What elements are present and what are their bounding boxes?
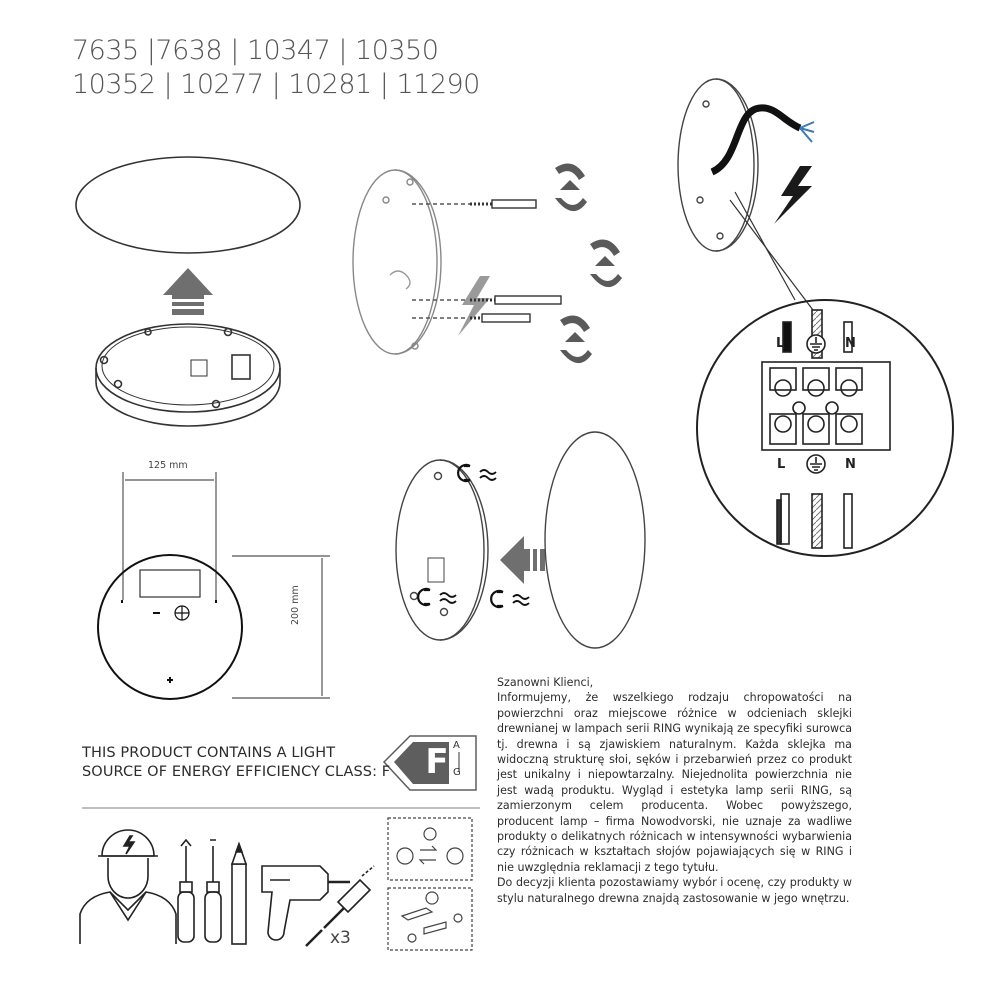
energy-statement: THIS PRODUCT CONTAINS A LIGHT SOURCE OF …: [82, 744, 390, 782]
lamp-cover-side: [544, 431, 646, 649]
width-dimension-label: 125 mm: [148, 460, 188, 471]
notice-paragraph-1: Informujemy, że wszelkiego rodzaju chrop…: [497, 691, 852, 874]
energy-scale-bottom: G: [453, 767, 461, 778]
led-service-info: [387, 817, 473, 951]
notice-greeting: Szanowni Klienci,: [497, 676, 594, 689]
terminal-label-live-bottom: L: [777, 457, 786, 472]
model-line-2: 10352 | 10277 | 10281 | 11290: [72, 69, 480, 100]
ground-symbol-icon: [806, 334, 826, 474]
terminal-label-neutral-top: N: [845, 336, 856, 351]
energy-class-badge: [382, 735, 477, 791]
energy-statement-line-1: THIS PRODUCT CONTAINS A LIGHT: [82, 745, 336, 761]
electrician-icon: [79, 829, 177, 944]
lamp-service-icon: [400, 891, 463, 943]
power-cable: [710, 104, 802, 176]
magnet-icon: [417, 463, 530, 609]
notice-paragraph-2: Do decyzji klienta pozostawiamy wybór i …: [497, 876, 852, 905]
screw-icon: [470, 199, 562, 323]
model-numbers: 7635 |7638 | 10347 | 10350 10352 | 10277…: [72, 34, 480, 102]
terminal-label-neutral-bottom: N: [845, 457, 856, 472]
step-wall-mounting: [352, 163, 622, 364]
lightning-icon: [774, 166, 812, 224]
energy-statement-line-2: SOURCE OF ENERGY EFFICIENCY CLASS: F: [82, 764, 391, 780]
step-magnetic-cover: [395, 431, 646, 649]
terminal-block: [761, 309, 891, 549]
energy-scale-top: A: [453, 740, 460, 751]
dimension-drawing: [97, 472, 330, 700]
led-bulb-icon: [396, 827, 464, 865]
lamp-outline-front: [97, 554, 243, 700]
energy-class-letter: F: [425, 742, 449, 782]
terminal-zoom-circle: [696, 299, 954, 557]
terminal-label-live-top: L: [776, 336, 785, 351]
lamp-base-top: [95, 323, 281, 413]
customer-notice: Szanowni Klienci, Informujemy, że wszelk…: [497, 675, 852, 906]
lamp-cover: [75, 156, 301, 254]
step-cover-removal: [75, 156, 301, 427]
drill-icon: [261, 865, 350, 941]
arrow-left-icon: [500, 536, 545, 584]
wall-plug-icon: [305, 865, 375, 947]
height-dimension-label: 200 mm: [290, 585, 301, 625]
step-cable-connection: [677, 78, 954, 557]
model-line-1: 7635 |7638 | 10347 | 10350: [72, 35, 439, 66]
lamp-base-connection: [677, 78, 755, 252]
arrow-up-icon: [163, 268, 213, 315]
lamp-base-side: [352, 169, 438, 355]
screwdriver-icon: [177, 838, 222, 943]
tools-required: [79, 829, 375, 947]
lightning-icon: [458, 276, 490, 336]
rotate-arrow-icon: [555, 163, 622, 364]
wall-plug-quantity: x3: [330, 928, 351, 948]
pencil-icon: [230, 841, 248, 945]
